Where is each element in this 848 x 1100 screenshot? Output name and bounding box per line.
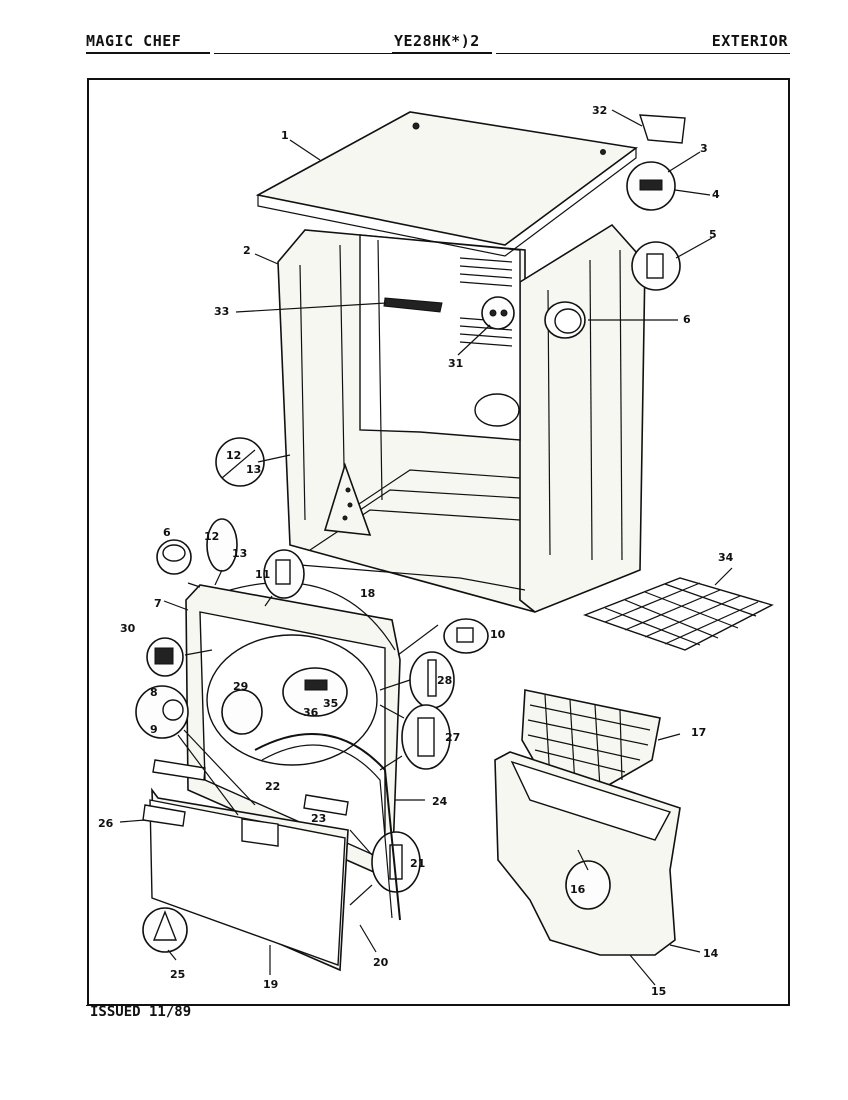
callout-20: 20: [373, 956, 389, 969]
inset-circle-31: [481, 296, 515, 330]
door-catch: [303, 794, 349, 816]
section-title: EXTERIOR: [711, 32, 788, 50]
callout-5: 5: [709, 228, 717, 241]
callout-16: 16: [570, 883, 586, 896]
header-rule-left: [86, 52, 210, 54]
callout-1: 1: [281, 129, 289, 142]
callout-24: 24: [432, 795, 448, 808]
callout-18: 18: [360, 587, 375, 600]
callout-11: 11: [255, 568, 270, 581]
callout-15: 15: [651, 985, 666, 998]
callout-7: 7: [154, 597, 162, 610]
footer-rule: [86, 1005, 790, 1006]
terminal-bracket: [639, 114, 686, 144]
lint-screen-grid: [527, 694, 651, 789]
callout-22: 22: [265, 780, 280, 793]
inset-circle-8-9: [135, 685, 189, 739]
callout-6: 6: [683, 313, 691, 326]
door-hinge-top: [152, 759, 206, 781]
brand-title: MAGIC CHEF: [86, 32, 182, 50]
top-panel: [255, 111, 639, 246]
callout-12: 12: [226, 449, 241, 462]
callout-13-upper: 13: [232, 547, 247, 560]
callout-27: 27: [445, 731, 460, 744]
callout-30: 30: [120, 622, 136, 635]
callout-34: 34: [718, 551, 734, 564]
callout-31: 31: [448, 357, 463, 370]
header-rule-model: [392, 52, 492, 54]
door-handle: [142, 804, 186, 827]
callout-10: 10: [490, 628, 506, 641]
leader-lines: [119, 109, 733, 986]
model-number: YE28HK*)2: [394, 32, 480, 50]
cabinet: [277, 223, 646, 613]
callout-25: 25: [170, 968, 185, 981]
callout-6-upper: 6: [163, 526, 171, 539]
callout-8: 8: [150, 686, 158, 699]
callout-2: 2: [243, 244, 251, 257]
callout-14: 14: [703, 947, 719, 960]
callout-12-upper: 12: [204, 530, 219, 543]
inset-circle-16: [565, 860, 611, 910]
callout-23: 23: [311, 812, 326, 825]
callout-29: 29: [233, 680, 248, 693]
callout-19: 19: [263, 978, 278, 991]
callout-35: 35: [323, 697, 338, 710]
callout-17: 17: [691, 726, 706, 739]
inset-circle-29: [221, 689, 263, 735]
drying-rack: [582, 577, 774, 651]
issued-date: ISSUED 11/89: [90, 1004, 192, 1020]
callout-labels: 1 2 3 4 5 6 6 6 7 8 9 10 11 12 13 12 13 …: [98, 104, 734, 998]
callout-32: 32: [592, 104, 607, 117]
header-rule-mid: [214, 53, 392, 54]
support-bracket: [323, 462, 372, 536]
callout-13: 13: [246, 463, 261, 476]
callout-26: 26: [98, 817, 114, 830]
header-rule-right: [496, 53, 790, 54]
inset-circle-12-13-upper: [206, 518, 238, 572]
door: [142, 759, 349, 972]
callout-21: 21: [410, 857, 425, 870]
callout-28: 28: [437, 674, 452, 687]
callout-33: 33: [214, 305, 229, 318]
callout-4: 4: [712, 188, 720, 201]
callout-9: 9: [150, 723, 158, 736]
callout-36: 36: [303, 706, 319, 719]
callout-3: 3: [700, 142, 708, 155]
inset-circle-35-36: [282, 667, 348, 717]
